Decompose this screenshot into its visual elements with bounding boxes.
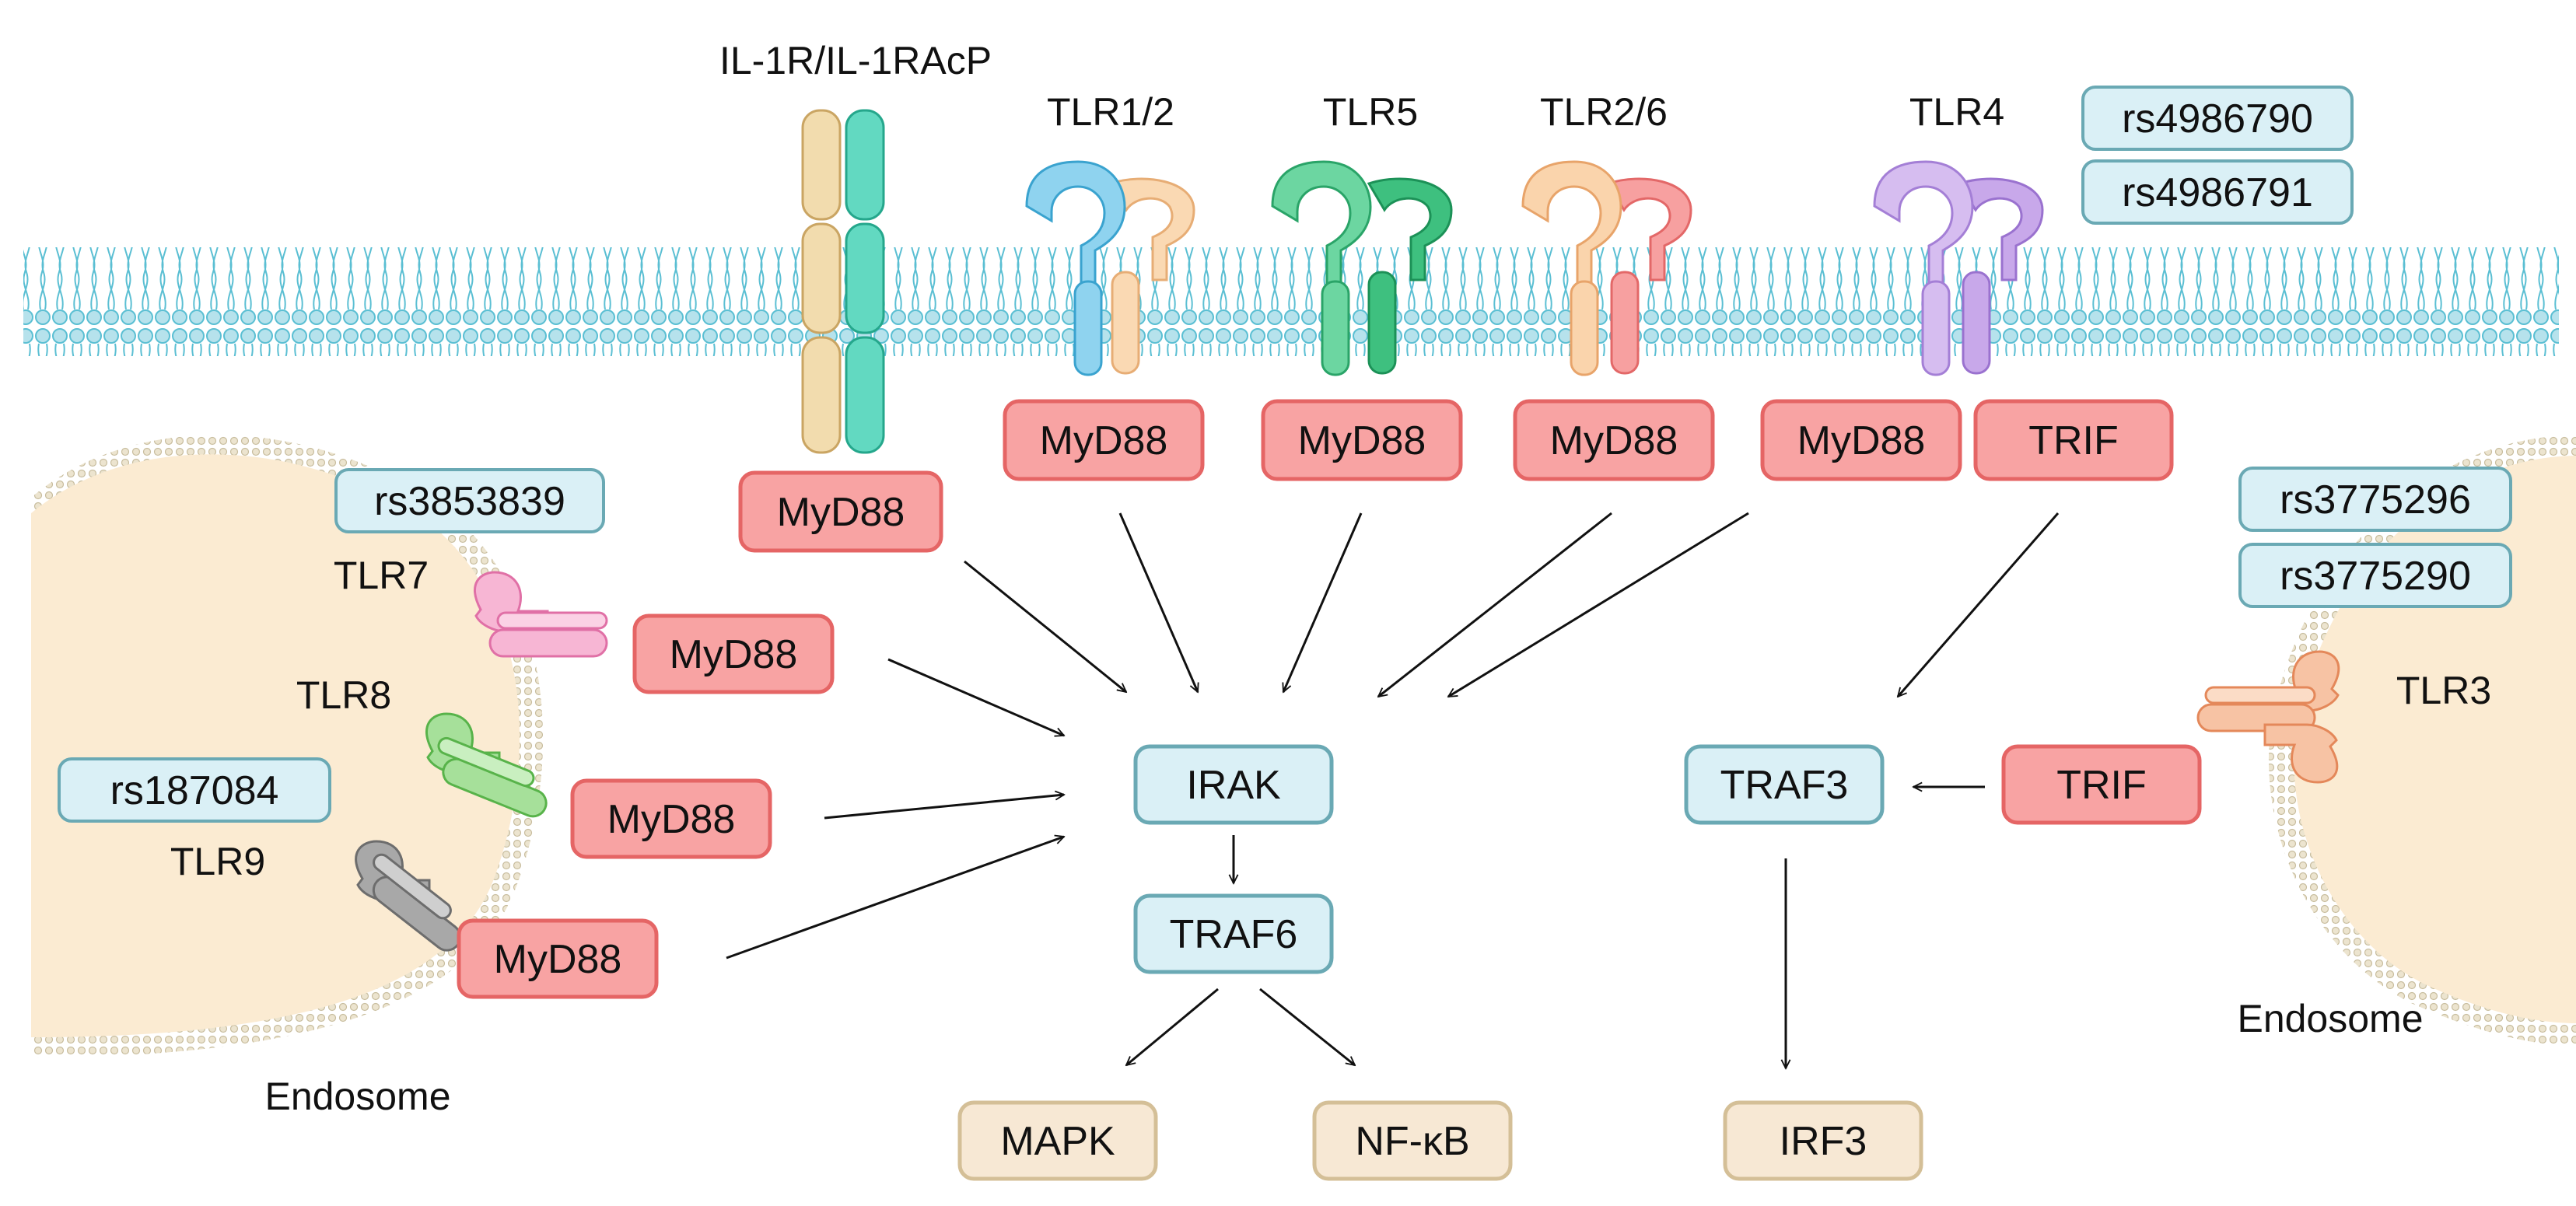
svg-text:MyD88: MyD88 — [1550, 418, 1678, 463]
svg-text:MyD88: MyD88 — [777, 490, 905, 535]
svg-text:rs3775296: rs3775296 — [2280, 477, 2471, 523]
snp-rs3775290: rs3775290 — [2238, 543, 2512, 608]
tlr5-receptor — [1271, 160, 1453, 376]
tlr4-label: TLR4 — [1909, 90, 2004, 134]
svg-text:IRF3: IRF3 — [1780, 1119, 1867, 1164]
adaptor-trif-tlr4: TRIF — [1973, 399, 2174, 481]
snp-rs4986790: rs4986790 — [2081, 86, 2354, 151]
svg-text:MAPK: MAPK — [1000, 1119, 1115, 1164]
snp-rs187084: rs187084 — [58, 757, 331, 823]
arrows — [726, 512, 2060, 1068]
tlr9-label: TLR9 — [170, 840, 265, 883]
svg-text:MyD88: MyD88 — [607, 797, 736, 842]
adaptor-myd88-tlr4: MyD88 — [1760, 399, 1962, 481]
node-traf3: TRAF3 — [1684, 744, 1885, 825]
snp-rs3775296: rs3775296 — [2238, 467, 2512, 532]
arrow-tlr7-to-irak — [887, 658, 1064, 736]
arrow-traf6-to-mapk — [1126, 988, 1219, 1065]
tlr3-label: TLR3 — [2396, 669, 2491, 712]
tlr12-label: TLR1/2 — [1047, 90, 1174, 134]
output-irf3: IRF3 — [1723, 1100, 1923, 1181]
output-mapk: MAPK — [957, 1100, 1158, 1181]
svg-text:NF-κB: NF-κB — [1355, 1119, 1469, 1164]
svg-text:MyD88: MyD88 — [670, 632, 798, 677]
adaptor-myd88-tlr9: MyD88 — [457, 918, 659, 999]
arrow-tlr12-to-irak — [1118, 512, 1198, 692]
svg-text:TRAF3: TRAF3 — [1720, 763, 1849, 808]
node-irak: IRAK — [1133, 744, 1334, 825]
adaptor-myd88-tlr26: MyD88 — [1513, 399, 1715, 481]
adaptor-myd88-tlr12: MyD88 — [1003, 399, 1205, 481]
svg-text:IRAK: IRAK — [1186, 763, 1281, 808]
svg-text:rs3775290: rs3775290 — [2280, 554, 2471, 599]
arrow-tlr4-to-irak — [1448, 512, 1749, 698]
tlr3-receptor — [2196, 650, 2340, 784]
tlr12-receptor — [1025, 160, 1195, 376]
adaptor-myd88-il1r: MyD88 — [738, 470, 943, 553]
adaptor-myd88-tlr5: MyD88 — [1261, 399, 1463, 481]
tlr4-receptor — [1873, 160, 2044, 376]
tlr7-label: TLR7 — [334, 554, 429, 597]
adaptor-myd88-tlr7: MyD88 — [632, 613, 835, 694]
snp-rs4986791: rs4986791 — [2081, 159, 2354, 225]
tlr9-receptor — [355, 840, 462, 952]
adaptor-myd88-tlr8: MyD88 — [570, 778, 772, 859]
output-nfkb: NF-κB — [1312, 1100, 1513, 1181]
endosome-right-label: Endosome — [2237, 997, 2423, 1040]
node-traf6: TRAF6 — [1133, 893, 1334, 974]
arrow-tlr9-to-irak — [726, 837, 1064, 960]
arrow-tlr8-to-irak — [824, 795, 1064, 820]
svg-text:rs4986790: rs4986790 — [2122, 96, 2313, 142]
tlr8-label: TLR8 — [296, 673, 391, 717]
plasma-membrane — [23, 247, 2559, 356]
svg-text:TRIF: TRIF — [2056, 763, 2147, 808]
arrow-tlr5-to-irak — [1283, 512, 1363, 692]
svg-text:rs187084: rs187084 — [110, 768, 279, 813]
svg-text:TRIF: TRIF — [2028, 418, 2119, 463]
il1r-receptor — [801, 109, 885, 454]
endosome-left-label: Endosome — [264, 1075, 450, 1118]
tlr5-label: TLR5 — [1323, 90, 1418, 134]
svg-text:rs4986791: rs4986791 — [2122, 170, 2313, 215]
svg-text:TRAF6: TRAF6 — [1170, 912, 1298, 957]
tlr8-receptor — [425, 712, 548, 818]
tlr7-receptor — [474, 571, 608, 658]
svg-text:MyD88: MyD88 — [1040, 418, 1168, 463]
svg-text:MyD88: MyD88 — [1797, 418, 1926, 463]
arrow-traf6-to-nfkb — [1259, 988, 1355, 1065]
svg-text:rs3853839: rs3853839 — [374, 479, 565, 524]
svg-text:MyD88: MyD88 — [494, 937, 622, 982]
il1r-label: IL-1R/IL-1RAcP — [719, 39, 992, 82]
arrow-tlr4-trif-to-traf3 — [1898, 512, 2060, 697]
svg-text:MyD88: MyD88 — [1298, 418, 1426, 463]
tlr26-label: TLR2/6 — [1540, 90, 1668, 134]
arrow-tlr26-to-irak — [1378, 512, 1612, 697]
tlr26-receptor — [1521, 160, 1692, 376]
adaptor-trif-tlr3: TRIF — [2001, 744, 2202, 825]
snp-rs3853839: rs3853839 — [334, 468, 605, 533]
arrow-il1r-to-irak — [964, 560, 1126, 692]
